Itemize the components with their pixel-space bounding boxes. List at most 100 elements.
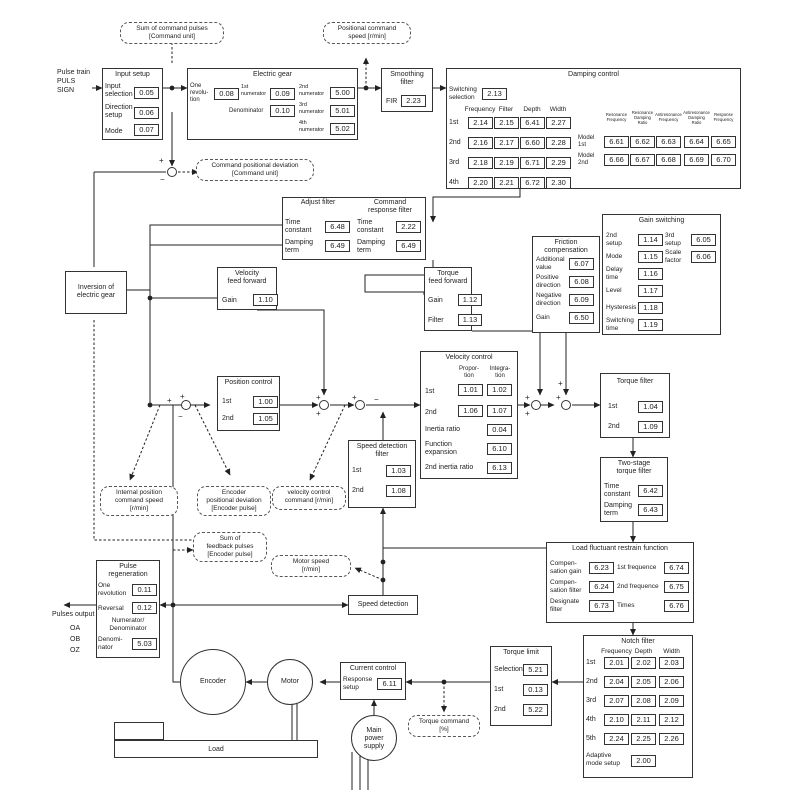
two-stage-row-label-line: constant [604, 491, 631, 498]
direction-setup-value: 0.06 [134, 107, 159, 119]
sum-junction-torqueff [531, 400, 541, 410]
notch-value: 2.07 [604, 695, 629, 707]
minus-sign: − [160, 175, 165, 184]
signal-internal-position-command-speed-line: [r/min] [129, 505, 149, 512]
damping-value: 6.72 [520, 177, 545, 189]
sum-junction-position [181, 400, 191, 410]
main-power-supply-label-line: Main [366, 727, 382, 734]
notch-filter-title: Notch filter [621, 638, 655, 645]
wire-motor-speed [354, 567, 384, 581]
signal-internal-position-command-speed-line: Internal position [116, 489, 162, 496]
load-fluct-left-label-line: Compen- [550, 560, 577, 567]
pulse-regen-reversal-value: 0.12 [132, 602, 157, 614]
damping-value: 2.30 [546, 177, 571, 189]
model-col-header: Ratio [691, 120, 702, 125]
cmd-time-constant-value: 2.22 [396, 221, 421, 233]
plus-sign: + [525, 393, 530, 402]
notch-adaptive-label-line: Adaptive [586, 752, 612, 759]
junction-dot [170, 602, 176, 608]
gain-switch-value: 1.16 [638, 268, 663, 280]
vc-integration-value: 1.07 [487, 405, 512, 417]
torque-limit-row-label: Selection [494, 666, 523, 673]
main-power-supply-circle [351, 715, 397, 761]
vc-header-proportion-line: Propor- [458, 366, 479, 372]
torque-ff-title-line: feed forward [428, 278, 468, 285]
position-row-label: 2nd [222, 415, 234, 422]
model-col-header: Resonance [605, 112, 628, 117]
damping-value: 2.28 [546, 137, 571, 149]
damping-row-label: 4th [449, 179, 459, 186]
plus-sign: + [352, 393, 357, 402]
friction-row-label-line: direction [536, 299, 561, 307]
friction-row-label-line: Positive [536, 274, 559, 281]
velocity-ff-gain-label: Gain [222, 297, 237, 304]
junction-dot [147, 402, 153, 408]
load-fluct-left-label-line: Designate [550, 598, 580, 605]
model-value: 6.68 [656, 154, 681, 166]
damping-value: 2.27 [546, 117, 571, 129]
fir-value: 2.23 [401, 95, 426, 107]
wire-encoder-fb [172, 605, 180, 683]
gain-switch-label: Hysteresis [606, 304, 637, 311]
fir-label: FIR [386, 98, 398, 105]
model-value: 6.65 [711, 136, 736, 148]
cmd-damping-label-line: term [357, 247, 371, 254]
pulse-regen-numden-label-line: Denominator [109, 624, 147, 632]
input-pulse-train-label: Pulse train [57, 69, 91, 76]
signal-encoder-positional-deviation-line: Encoder [221, 489, 247, 496]
input-setup-title: Input setup [115, 71, 150, 78]
model-col-header: Frequency [658, 117, 679, 122]
vc-header-integration-line: tion [495, 373, 505, 379]
torque-ff-gain-label: Gain [428, 297, 443, 304]
third-numerator-value: 5.01 [330, 105, 355, 117]
signal-command-positional-deviation: Command positional deviation[Command uni… [196, 159, 314, 181]
model-value: 6.62 [630, 136, 655, 148]
output-label: Pulses output [52, 611, 95, 618]
damping-row-label: 2nd [449, 139, 461, 146]
friction-row-label-line: Negative [536, 292, 562, 299]
gear-one-rev-label-line: revolu- [190, 90, 209, 96]
torque-filter-title: Torque filter [616, 378, 654, 385]
damping-value: 6.71 [520, 157, 545, 169]
velocity-ff-gain-value: 1.10 [253, 294, 278, 306]
adjust-damping-label-line: Damping [285, 239, 314, 246]
signal-torque-command-line: [%] [439, 726, 449, 733]
wire-enc-pos-dev [194, 404, 231, 476]
notch-value: 2.10 [604, 714, 629, 726]
gear-one-rev-label-line: One [190, 83, 202, 89]
notch-value: 2.08 [631, 695, 656, 707]
encoder-circle [180, 649, 246, 715]
friction-value: 6.08 [569, 276, 594, 288]
gain-switch-label: Level [606, 287, 622, 294]
vc-extra-value: 0.04 [487, 424, 512, 436]
wire-adjust-torqueff [364, 260, 434, 295]
friction-title-line: Friction [554, 239, 578, 246]
second-numerator-value: 5.00 [330, 87, 355, 99]
load-fluct-left-label-line: sation gain [550, 567, 582, 575]
model-col-header: Resonance [631, 110, 654, 115]
plus-sign: + [180, 392, 185, 401]
pulse-regen-onerev-label-line: revolution [98, 589, 127, 597]
adjust-damping-value: 6.49 [325, 240, 350, 252]
damping-value: 2.16 [468, 137, 493, 149]
model-value: 6.61 [604, 136, 629, 148]
notch-value: 2.25 [631, 733, 656, 745]
damping-row-label: 3rd [449, 159, 460, 166]
model-col-header: Antiresonance [655, 112, 682, 117]
adjust-damping-label-line: term [285, 247, 299, 254]
input-selection-value: 0.05 [134, 87, 159, 99]
model-col-header: Damping [634, 115, 651, 120]
adjust-time-constant-label-line: Time [285, 219, 301, 226]
inversion-electric-gear-block [65, 271, 127, 314]
sum-junction-friction [561, 400, 571, 410]
friction-value: 6.50 [569, 312, 594, 324]
signal-torque-command: Torque command[%] [408, 715, 480, 737]
mode-value: 0.07 [134, 124, 159, 136]
load-fluct-right-label: Times [617, 602, 635, 609]
load-block-lower [114, 740, 318, 758]
torque-limit-title: Torque limit [503, 649, 539, 656]
gain-switch-value: 1.15 [638, 251, 663, 263]
notch-col-header: Frequency [601, 648, 632, 655]
